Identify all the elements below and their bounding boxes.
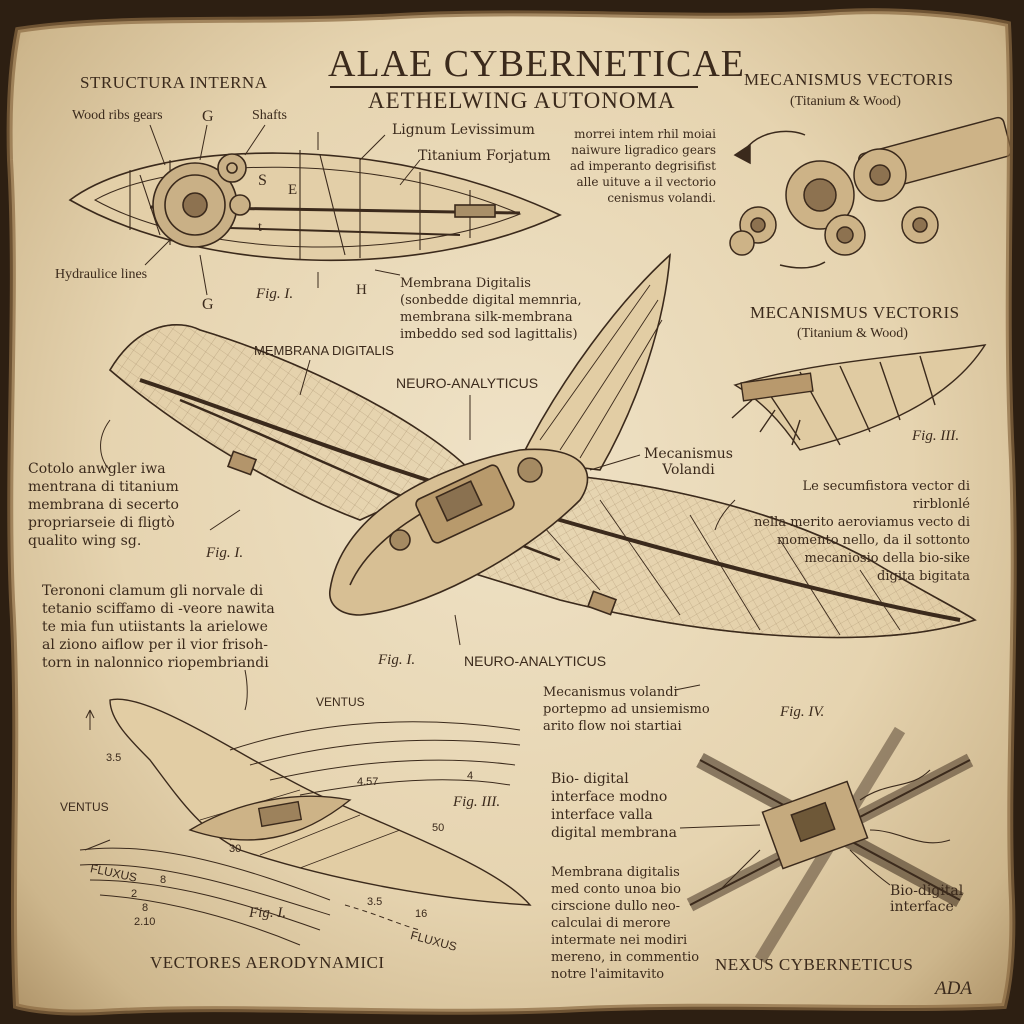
num-2: 2 [131,888,138,900]
label-g-top: G [202,108,214,125]
label-ventus-top: VENTUS [316,695,365,709]
num-8b: 8 [142,902,149,914]
wing-left-note: Cotolo anwgler iwa mentrana di titanium … [28,461,179,549]
label-bio-digital-interface: Bio-digital interface [890,883,964,915]
page-subtitle: AETHELWING AUTONOMA [368,88,676,113]
label-e: E [288,182,298,198]
wing-lower-note: Terononi clamum gli norvale di tetanio s… [42,583,275,671]
label-membrana-digitalis: MEMBRANA DIGITALIS [254,343,394,358]
label-s: S [258,172,267,189]
gear-mechanism-drawing [729,116,1013,269]
vectoris-heading-mid: MECANISMUS VECTORIS [750,303,960,322]
fig-label-iii-right: Fig. III. [912,428,960,444]
fig-label-bottom: Fig. I. [378,652,416,668]
label-mecanismus-volandi: Mecanismus Volandi [644,446,733,478]
label-neuro-analyticus-top: NEURO-ANALYTICUS [396,375,539,391]
vectoris-sub-mid: (Titanium & Wood) [797,326,908,341]
label-h: H [356,282,367,298]
aero-heading: VECTORES AERODYNAMICI [150,953,385,972]
mecanismus-note: Mecanismus volandi portepmo ad unsiemism… [543,685,710,734]
vectoris-sub-top: (Titanium & Wood) [790,94,901,109]
wing-right-note: Le secumfistora vector di rirblonlé nell… [753,479,970,584]
fig-label-structura: Fig. I. [256,286,294,302]
label-wood-ribs: Wood ribs gears [72,108,163,123]
num-4: 4 [467,770,474,782]
artist-signature: ADA [935,978,972,999]
page-title: ALAE CYBERNETICAE [328,43,746,85]
fig-label-iv: Fig. IV. [780,704,825,720]
label-shafts: Shafts [252,108,287,123]
fig-label-iii-aero: Fig. III. [453,794,501,810]
membrana-digitalis-long-note: Membrana digitalis med conto unoa bio ci… [551,865,700,982]
fig-label-i-aero: Fig. I. [249,905,287,921]
num-3-5: 3.5 [106,752,122,764]
label-titanium: Titanium Forjatum [418,148,551,164]
nexus-interface-drawing [686,726,974,964]
label-lignum: Lignum Levissimum [392,122,535,138]
structura-heading: STRUCTURA INTERNA [80,73,268,92]
structura-interna-drawing [68,150,562,262]
vectoris-note: morrei intem rhil moiai naiwure ligradic… [569,127,716,205]
label-ventus-left: VENTUS [60,800,109,814]
num-4-57: 4.57 [357,776,379,788]
num-3-5b: 3.5 [367,896,383,908]
vectoris-heading-top: MECANISMUS VECTORIS [744,70,954,89]
label-neuro-analyticus-bottom: NEURO-ANALYTICUS [464,653,607,669]
label-g-bottom: G [202,296,214,313]
num-8: 8 [160,874,167,886]
nexus-heading: NEXUS CYBERNETICUS [715,955,914,974]
label-t: t [258,220,262,235]
fig-label-left: Fig. I. [206,545,244,561]
label-hydraulic: Hydraulice lines [55,267,148,282]
membrana-digitalis-note: Membrana Digitalis (sonbedde digital mem… [400,276,582,342]
bio-digital-note: Bio- digital interface modno interface v… [551,771,677,841]
num-16: 16 [415,908,428,920]
num-2-10: 2.10 [134,916,156,928]
num-50: 50 [432,822,445,834]
num-30: 30 [229,843,242,855]
